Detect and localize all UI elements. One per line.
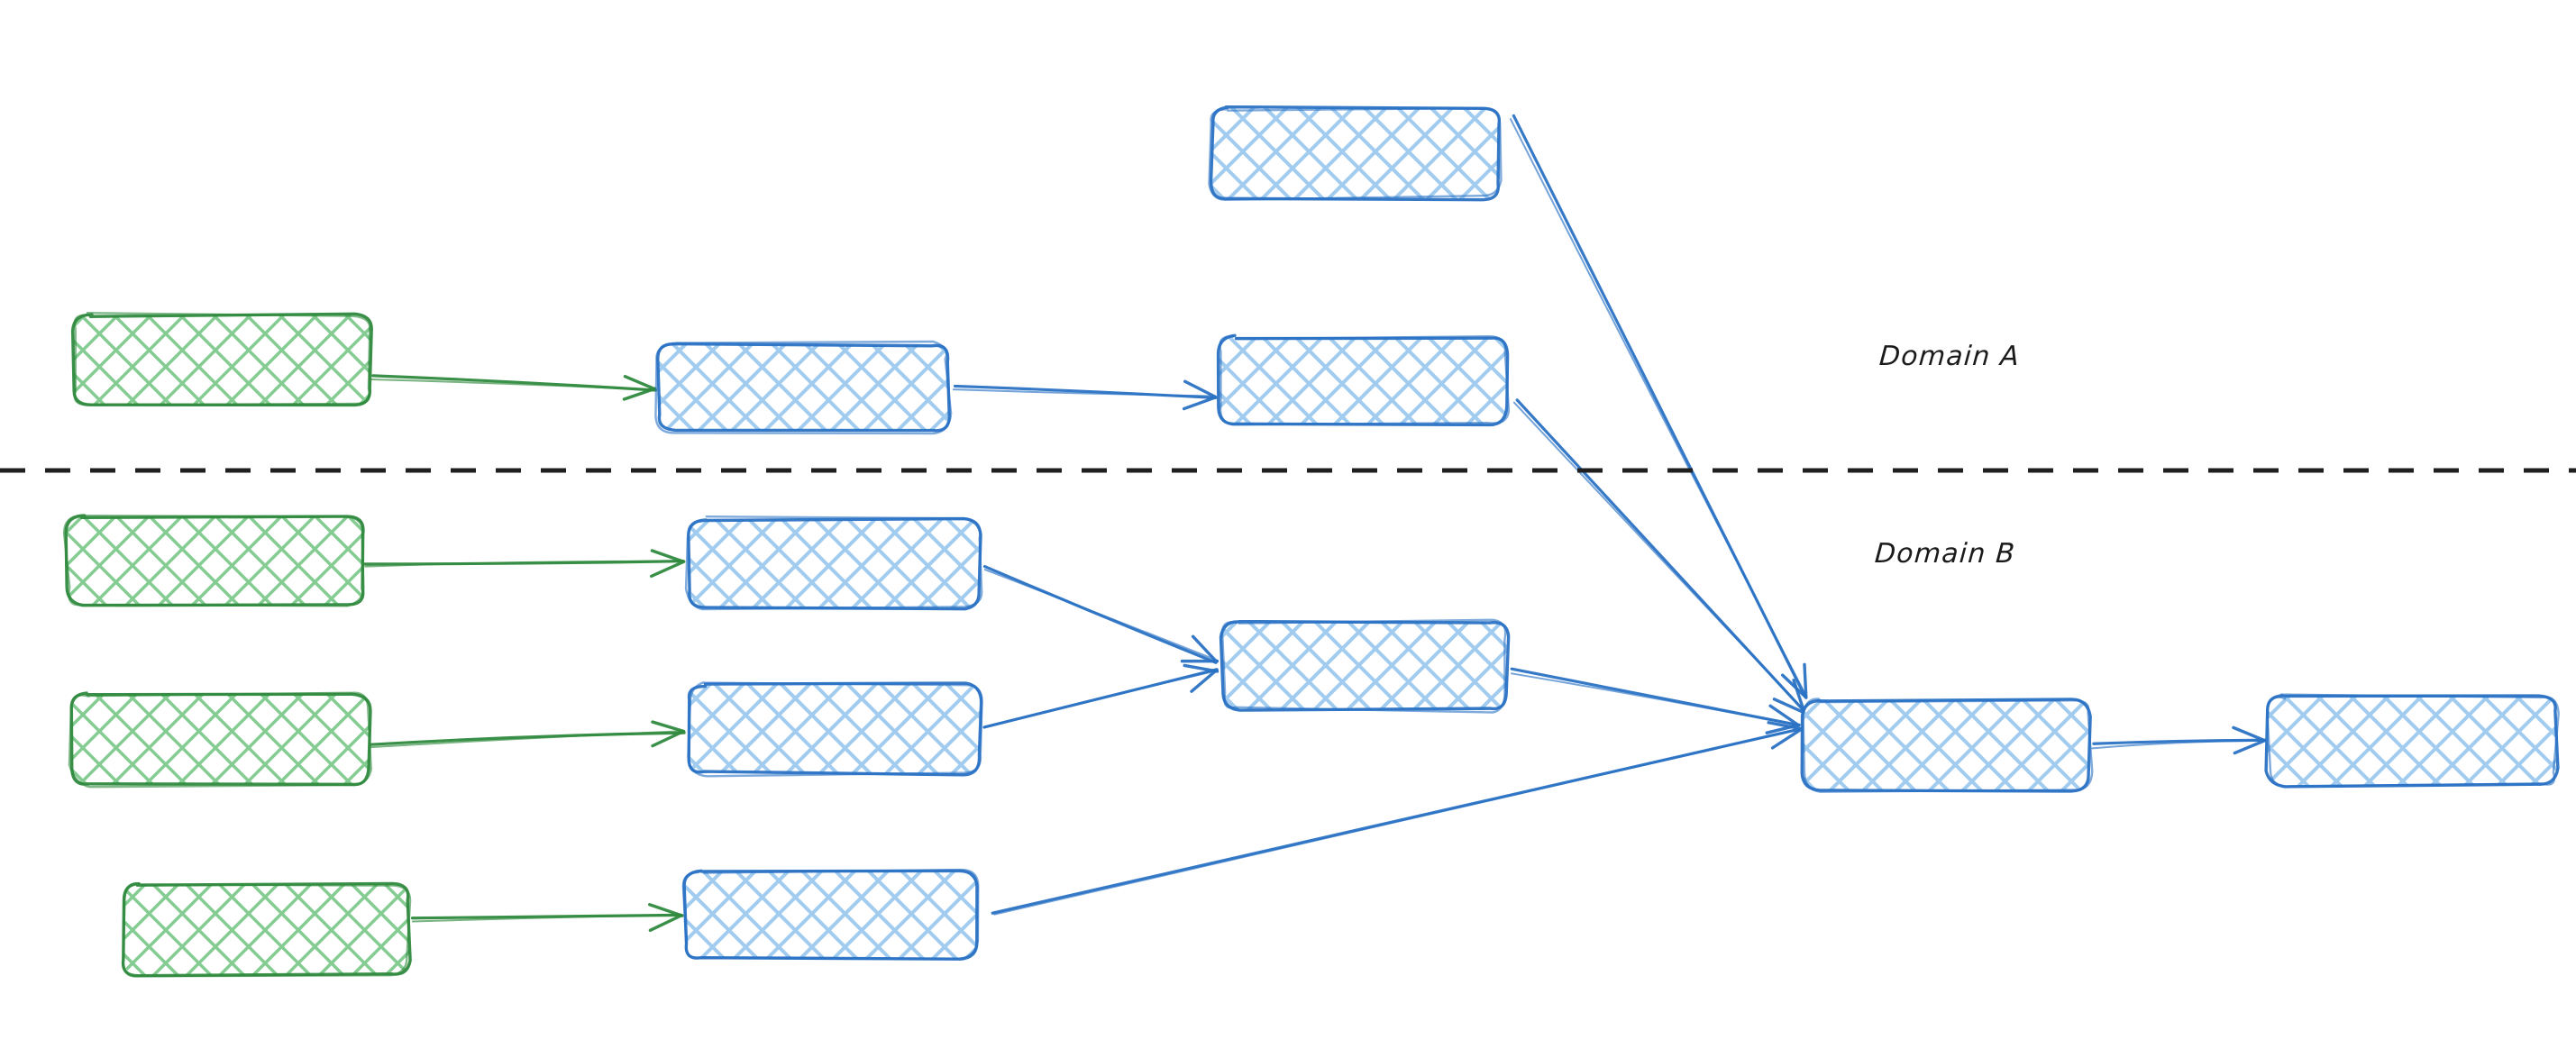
edge-line bbox=[370, 379, 654, 391]
node-fill bbox=[1803, 699, 2089, 789]
edge-arrowhead bbox=[1772, 698, 1806, 715]
node-outline bbox=[1208, 106, 1503, 202]
node-b-proc-3[interactable] bbox=[681, 868, 980, 961]
node-b-src-1[interactable] bbox=[62, 514, 365, 607]
node-b-sink[interactable] bbox=[2264, 693, 2560, 789]
node-fill bbox=[689, 519, 981, 607]
node-a-proc-3[interactable] bbox=[1208, 105, 1503, 202]
node-fill bbox=[2268, 696, 2556, 786]
nodes-layer bbox=[62, 105, 2560, 978]
node-b-src-3[interactable] bbox=[121, 881, 412, 978]
edge-arrowhead bbox=[1770, 727, 1804, 750]
edge-arrowhead bbox=[1183, 379, 1217, 398]
node-fill bbox=[1222, 622, 1507, 710]
node-outline bbox=[73, 311, 371, 406]
node-a-src-1[interactable] bbox=[70, 311, 373, 407]
node-outline bbox=[68, 691, 372, 789]
edge-e7 bbox=[410, 903, 684, 932]
node-fill bbox=[1211, 108, 1500, 198]
edge-arrowhead bbox=[650, 549, 685, 563]
edge-line bbox=[983, 569, 1219, 661]
edge-arrowhead bbox=[622, 387, 657, 401]
edge-line bbox=[411, 914, 681, 923]
node-outline bbox=[684, 515, 983, 611]
edge-arrowhead bbox=[1768, 704, 1800, 727]
edge-line bbox=[2091, 739, 2265, 750]
node-fill bbox=[67, 517, 364, 604]
edge-arrowhead bbox=[649, 560, 686, 579]
edge-e6 bbox=[369, 720, 686, 749]
node-b-hub-2[interactable] bbox=[1800, 698, 2094, 793]
node-fill bbox=[1219, 337, 1507, 424]
node-outline bbox=[122, 881, 412, 978]
node-outline bbox=[681, 868, 980, 961]
node-fill bbox=[685, 871, 977, 959]
node-a-proc-2[interactable] bbox=[1216, 333, 1511, 427]
node-b-proc-2[interactable] bbox=[687, 680, 983, 778]
edge-arrowhead bbox=[2232, 725, 2266, 743]
edge-line bbox=[993, 727, 1804, 916]
edge-arrowhead bbox=[623, 375, 657, 391]
node-fill bbox=[72, 694, 370, 784]
node-outline bbox=[1220, 618, 1507, 714]
edge-arrowhead bbox=[651, 730, 685, 748]
node-a-proc-1[interactable] bbox=[654, 340, 953, 435]
edge-arrowhead bbox=[1767, 721, 1804, 731]
node-outline bbox=[1802, 698, 2094, 793]
edge-arrowhead bbox=[651, 720, 686, 734]
edge-arrowhead bbox=[2233, 739, 2266, 755]
edge-arrowhead bbox=[1803, 662, 1808, 699]
node-outline bbox=[62, 514, 365, 607]
node-fill bbox=[689, 685, 981, 773]
edge-e3 bbox=[1509, 114, 1808, 699]
node-b-src-2[interactable] bbox=[68, 691, 372, 789]
edge-arrowhead bbox=[1190, 668, 1219, 693]
node-outline bbox=[2266, 693, 2560, 788]
edge-line bbox=[1511, 672, 1801, 727]
edge-e9 bbox=[982, 663, 1219, 729]
node-b-proc-1[interactable] bbox=[684, 515, 983, 611]
edge-arrowhead bbox=[648, 913, 684, 932]
node-fill bbox=[74, 315, 371, 406]
node-fill bbox=[123, 885, 409, 975]
edge-arrowhead bbox=[1191, 634, 1218, 663]
node-b-hub-1[interactable] bbox=[1219, 618, 1511, 714]
edge-e11 bbox=[1510, 667, 1801, 734]
edge-line bbox=[1512, 401, 1807, 713]
node-outline bbox=[687, 680, 983, 778]
edges-layer bbox=[363, 114, 2267, 932]
edge-e2 bbox=[952, 379, 1218, 411]
node-fill bbox=[658, 344, 948, 431]
edge-e10 bbox=[991, 721, 1804, 916]
edge-line bbox=[369, 730, 683, 749]
edge-arrowhead bbox=[1765, 723, 1801, 734]
label-domain-b: Domain B bbox=[1873, 538, 2017, 570]
edge-arrowhead bbox=[1792, 679, 1806, 714]
edge-arrowhead bbox=[1182, 396, 1218, 411]
edge-line bbox=[1509, 118, 1808, 698]
edge-e4 bbox=[1512, 398, 1807, 715]
edge-e8 bbox=[982, 564, 1219, 664]
edge-line bbox=[364, 560, 686, 568]
node-outline bbox=[1219, 335, 1511, 426]
edge-e5 bbox=[363, 549, 686, 579]
edge-arrowhead bbox=[648, 903, 684, 917]
edge-e12 bbox=[2091, 725, 2267, 755]
edge-line bbox=[952, 388, 1216, 397]
label-domain-a: Domain A bbox=[1877, 341, 2022, 372]
edge-line bbox=[982, 670, 1218, 728]
edge-e1 bbox=[370, 374, 658, 401]
edge-arrowhead bbox=[1183, 663, 1219, 673]
node-outline bbox=[654, 340, 953, 435]
